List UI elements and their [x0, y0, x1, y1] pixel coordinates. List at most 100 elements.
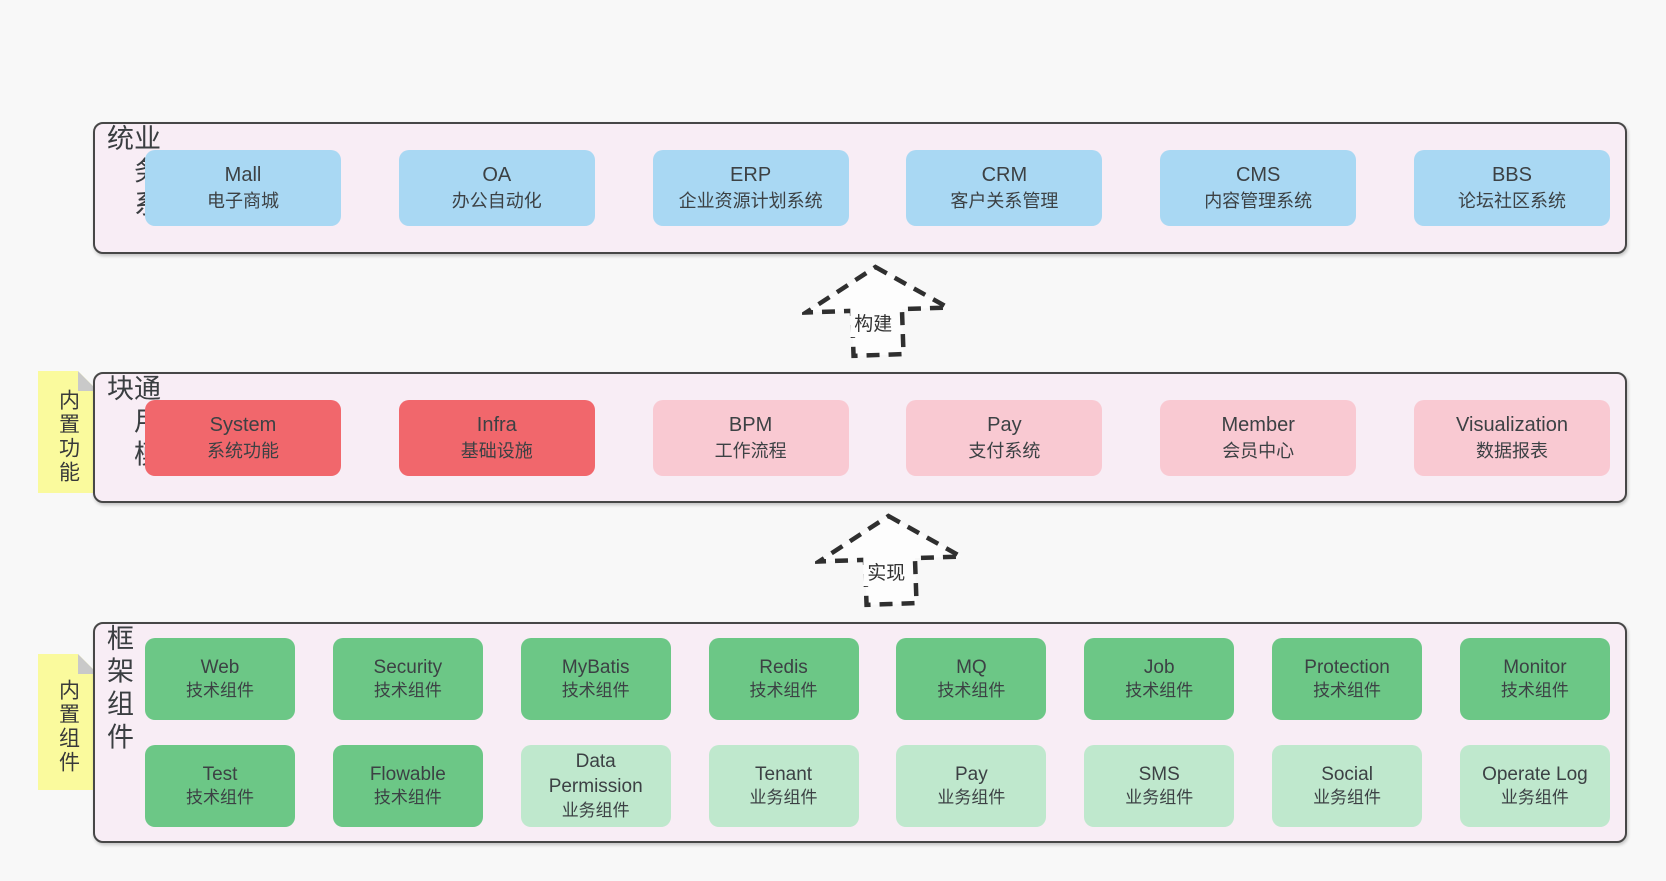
- box-subtitle: 业务组件: [749, 788, 818, 808]
- box-mall: Mall 电子商城: [145, 150, 341, 226]
- box-operate-log: Operate Log 业务组件: [1459, 745, 1610, 827]
- box-title: ERP: [730, 164, 772, 187]
- box-subtitle: 技术组件: [1313, 681, 1382, 701]
- box-subtitle: 业务组件: [1125, 788, 1194, 808]
- box-subtitle: 论坛社区系统: [1457, 191, 1566, 212]
- layer-common-modules: 通用模块 System系统功能Infra基础设施BPM工作流程Pay支付系统Me…: [93, 372, 1627, 503]
- box-protection: Protection 技术组件: [1272, 638, 1423, 720]
- box-title: Data Permission: [548, 751, 643, 797]
- box-crm: CRM 客户关系管理: [906, 150, 1103, 226]
- box-subtitle: 企业资源计划系统: [678, 191, 823, 212]
- box-test: Test 技术组件: [145, 745, 295, 827]
- box-title: MQ: [956, 656, 987, 678]
- box-subtitle: 业务组件: [1500, 788, 1569, 808]
- box-subtitle: 基础设施: [460, 440, 533, 461]
- box-subtitle: 客户关系管理: [950, 191, 1059, 212]
- box-title: Protection: [1304, 656, 1390, 678]
- box-infra: Infra 基础设施: [398, 399, 595, 476]
- box-subtitle: 技术组件: [937, 681, 1006, 701]
- box-title: Web: [200, 656, 240, 678]
- box-title: OA: [482, 164, 512, 187]
- box-security: Security 技术组件: [332, 638, 483, 720]
- box-subtitle: 业务组件: [937, 788, 1006, 808]
- box-title: Flowable: [369, 763, 446, 785]
- box-bbs: BBS 论坛社区系统: [1413, 150, 1610, 226]
- sticky-note-built-in-components: 内置组件: [38, 654, 98, 790]
- box-mybatis: MyBatis 技术组件: [520, 638, 671, 720]
- box-social: Social 业务组件: [1272, 745, 1423, 827]
- box-title: Pay: [955, 763, 988, 785]
- box-subtitle: 技术组件: [373, 788, 442, 808]
- layer-business-systems: 业务系统 Mall电子商城OA办公自动化ERP企业资源计划系统CRM客户关系管理…: [93, 122, 1627, 254]
- box-tenant: Tenant 业务组件: [708, 745, 859, 827]
- box-job: Job 技术组件: [1084, 638, 1235, 720]
- box-redis: Redis 技术组件: [708, 638, 859, 720]
- box-subtitle: 电子商城: [207, 191, 279, 212]
- box-monitor: Monitor 技术组件: [1459, 638, 1610, 720]
- arrow-label-implement: 实现: [863, 557, 910, 586]
- box-title: BPM: [728, 413, 773, 436]
- box-row: Mall 电子商城 OA 办公自动化 ERP 企业资源计划系统 CRM 客户关系管理 CMS 内容…: [145, 150, 1610, 226]
- box-title: MyBatis: [561, 656, 630, 678]
- box-title: Social: [1321, 763, 1373, 785]
- box-subtitle: 支付系统: [968, 440, 1041, 461]
- box-title: Operate Log: [1482, 763, 1588, 785]
- box-title: Mall: [224, 164, 262, 187]
- box-cms: CMS 内容管理系统: [1160, 150, 1357, 226]
- box-subtitle: 技术组件: [373, 681, 442, 701]
- box-title: BBS: [1491, 164, 1532, 187]
- box-title: Monitor: [1503, 656, 1567, 678]
- box-subtitle: 系统功能: [207, 440, 279, 461]
- box-title: Member: [1221, 413, 1295, 436]
- box-mq: MQ 技术组件: [896, 638, 1047, 720]
- box-title: Visualization: [1456, 413, 1568, 436]
- box-pay: Pay 业务组件: [896, 745, 1047, 827]
- business-systems-boxes: Mall 电子商城 OA 办公自动化 ERP 企业资源计划系统 CRM 客户关系管理 CMS 内容…: [145, 124, 1610, 252]
- box-sms: SMS 业务组件: [1084, 745, 1235, 827]
- box-title: Infra: [476, 413, 517, 436]
- box-title: Test: [202, 763, 238, 785]
- box-pay: Pay 支付系统: [906, 399, 1103, 476]
- box-title: Job: [1143, 656, 1175, 678]
- box-subtitle: 办公自动化: [451, 191, 542, 212]
- box-web: Web 技术组件: [145, 638, 295, 720]
- box-subtitle: 技术组件: [561, 681, 630, 701]
- box-subtitle: 业务组件: [1313, 788, 1382, 808]
- box-title: CMS: [1235, 164, 1281, 187]
- box-title: CRM: [981, 164, 1028, 187]
- box-title: Tenant: [755, 763, 813, 785]
- box-subtitle: 技术组件: [186, 681, 254, 701]
- box-subtitle: 技术组件: [1500, 681, 1569, 701]
- sticky-note-built-in-features: 内置功能: [38, 371, 98, 493]
- box-subtitle: 工作流程: [714, 440, 787, 461]
- box-flowable: Flowable 技术组件: [332, 745, 483, 827]
- box-title: Pay: [987, 413, 1022, 436]
- box-subtitle: 技术组件: [749, 681, 818, 701]
- box-subtitle: 数据报表: [1475, 440, 1548, 461]
- box-subtitle: 技术组件: [1125, 681, 1194, 701]
- box-subtitle: 会员中心: [1222, 440, 1295, 461]
- box-member: Member 会员中心: [1160, 399, 1357, 476]
- box-title: Security: [373, 656, 443, 678]
- box-title: SMS: [1138, 763, 1180, 785]
- dashed-up-arrow-implement: 实现: [813, 512, 967, 608]
- box-title: Redis: [759, 656, 808, 678]
- box-oa: OA 办公自动化: [398, 150, 595, 226]
- sticky-note-label: 内置组件: [56, 679, 80, 775]
- dashed-up-arrow-build: 构建: [800, 263, 954, 359]
- layer-label-framework-components: 框架组件: [103, 624, 133, 756]
- box-bpm: BPM 工作流程: [652, 399, 849, 476]
- box-subtitle: 技术组件: [186, 788, 254, 808]
- box-erp: ERP 企业资源计划系统: [652, 150, 849, 226]
- box-subtitle: 内容管理系统: [1204, 191, 1313, 212]
- sticky-note-label: 内置功能: [56, 389, 80, 485]
